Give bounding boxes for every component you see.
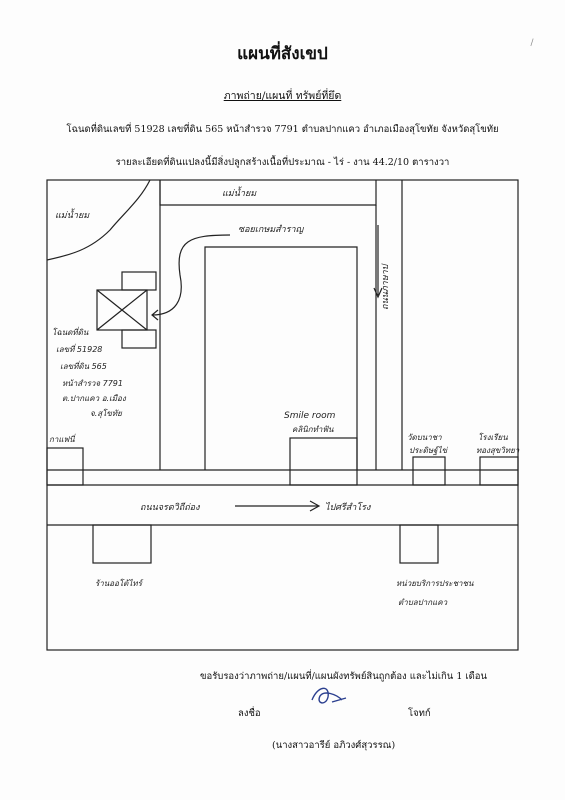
temple-label-2: ประดิษฐ์ไข่ (409, 445, 448, 456)
certification-text: ขอรับรองว่าภาพถ่าย/แผนที่/แผนผังทรัพย์สิ… (200, 671, 487, 682)
page-subtitle: ภาพถ่าย/แผนที่ ทรัพย์ที่ยึด (223, 90, 342, 102)
soi-label: ซอยเกษมสำราญ (238, 224, 305, 235)
signature-mark (311, 687, 347, 704)
river-bank (46, 179, 151, 261)
building-cafe (46, 447, 84, 486)
signer-name: (นางสาวอารีย์ อภิวงศ์สุวรรณ) (272, 740, 396, 751)
road-vertical-label: ถนนภาษาป (381, 263, 391, 310)
river-label-left: แม่น้ำยม (55, 208, 90, 221)
soi-inner-line (204, 246, 358, 470)
clinic-label: คลินิกทำฟัน (292, 425, 334, 434)
deed-note-line5: ต.ปากแคว อ.เมือง (62, 394, 127, 403)
building-temple (412, 456, 446, 486)
page-title: แผนที่สังเขป (237, 44, 328, 64)
building-clinic (289, 437, 358, 486)
building-garage (92, 524, 152, 564)
school-label-1: โรงเรียน (478, 432, 508, 442)
plaintiff-role: โจทก์ (408, 708, 431, 719)
land-detail-line: รายละเอียดที่ดินแปลงนี้มีสิ่งปลูกสร้างเน… (115, 157, 450, 168)
deed-info-line: โฉนดที่ดินเลขที่ 51928 เลขที่ดิน 565 หน้… (66, 124, 499, 135)
cafe-label: กาแฟนี่ (49, 433, 76, 444)
direction-label: ไปศรีสำโรง (325, 501, 371, 513)
sign-label: ลงชื่อ (238, 708, 261, 719)
building-office (399, 524, 439, 564)
school-label-2: ทองสุขวิทยา (476, 446, 520, 456)
deed-note-line4: หน้าสำรวจ 7791 (62, 379, 123, 388)
river-label-top: แม่น้ำยม (222, 186, 257, 199)
route-arrow-head (151, 309, 159, 321)
deed-note-line2: เลขที่ 51928 (56, 343, 102, 354)
building-school (479, 456, 519, 486)
temple-label-1: วัดบนาชา (407, 433, 442, 442)
garage-label: ร้านออโต้ไทร์ (95, 578, 144, 588)
parcel-cross (96, 289, 148, 331)
direction-arrow-head (309, 500, 321, 512)
office-label-2: ตำบลปากแคว (398, 598, 448, 607)
soi-road-top (159, 180, 377, 206)
route-arrow (151, 234, 231, 316)
office-label-1: หน่วยบริการประชาชน (396, 579, 474, 588)
deed-note-line6: จ.สุโขทัย (90, 408, 123, 419)
map-frame (46, 179, 519, 651)
main-road-label: ถนนจรดวิถีถ่อง (140, 502, 200, 513)
deed-note-line1: โฉนดที่ดิน (52, 326, 89, 337)
adjacent-parcel-bottom (121, 329, 157, 349)
down-arrow-head (373, 287, 383, 299)
deed-note-line3: เลขที่ดิน 565 (60, 360, 107, 371)
adjacent-parcel-top (121, 271, 157, 291)
smile-room-label: Smile room (284, 411, 336, 421)
